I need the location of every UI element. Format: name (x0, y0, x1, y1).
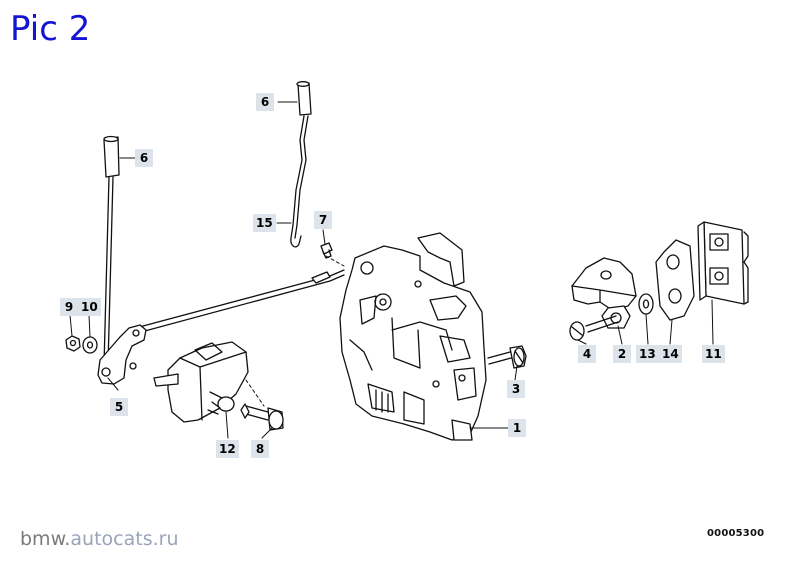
callout-8: 8 (251, 440, 269, 458)
callout-5: 5 (110, 398, 128, 416)
part-connecting-rod (127, 269, 345, 336)
part-screw-4 (569, 315, 619, 341)
site-domain: autocats.ru (70, 528, 179, 550)
part-nut-9 (65, 335, 81, 352)
part-door-lock-button-top (296, 81, 312, 116)
part-washer-13 (638, 293, 654, 315)
site-watermark: bmw.autocats.ru (20, 528, 179, 550)
callout-7: 7 (314, 211, 332, 229)
diagram-title: Pic 2 (10, 9, 91, 49)
callout-15: 15 (253, 214, 276, 232)
part-bolt-8 (240, 403, 284, 431)
callout-11: 11 (702, 345, 725, 363)
part-lever-5 (97, 324, 147, 385)
callout-9: 9 (60, 298, 78, 316)
callout-10: 10 (78, 298, 101, 316)
callout-14: 14 (659, 345, 682, 363)
part-actuator-12 (153, 341, 249, 423)
callout-12: 12 (216, 440, 239, 458)
callout-6-left: 6 (135, 149, 153, 167)
part-threaded-plate-11 (697, 221, 749, 305)
site-prefix: bmw. (20, 528, 71, 550)
callout-3: 3 (507, 380, 525, 398)
part-door-lock-1 (339, 232, 487, 441)
callout-13: 13 (636, 345, 659, 363)
part-striker-2 (571, 257, 637, 329)
part-screw-3 (487, 345, 527, 369)
part-lock-rod-left (103, 176, 114, 366)
part-washer-10 (82, 336, 98, 354)
leader-lines (69, 101, 714, 439)
part-plate-14 (655, 239, 695, 321)
part-clip-7 (320, 242, 333, 259)
callout-4: 4 (578, 345, 596, 363)
callout-2: 2 (613, 345, 631, 363)
callout-6-top: 6 (256, 93, 274, 111)
callout-1: 1 (508, 419, 526, 437)
part-lock-rod-15 (290, 115, 309, 248)
part-door-lock-button-left (103, 135, 120, 178)
diagram-code: 00005300 (707, 528, 765, 539)
